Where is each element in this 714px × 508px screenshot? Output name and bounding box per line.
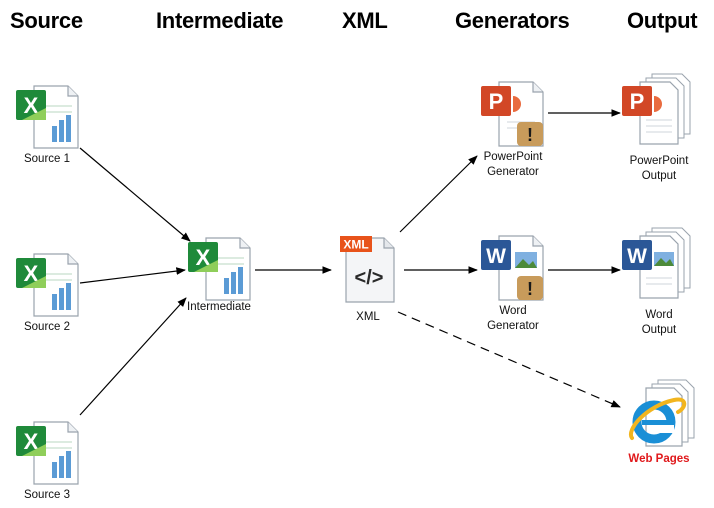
node-label: Source 2 [23,321,71,333]
word-icon: W ! [481,235,544,301]
column-title-intermediate: Intermediate [156,8,284,33]
column-title-xml: XML [342,8,388,33]
edge-source2-intermediate [79,267,186,284]
warning-icon: ! [517,122,543,146]
node-word-output: W Word Output [604,226,714,338]
node-source-3: X Source 3 [0,418,102,503]
svg-text:X: X [196,245,211,270]
node-ppt-generator: P ! PowerPoint Generator [458,78,568,180]
column-title-source: Source [10,8,83,33]
node-label: Word Generator [487,305,539,332]
svg-text:!: ! [527,125,533,145]
node-label: Source 3 [23,489,71,501]
node-source-2: X Source 2 [0,250,102,335]
node-xml: XML </> XML [313,232,423,325]
edge-xml-web-pages [397,311,621,408]
node-label: Word Output [641,309,677,336]
excel-icon: X [16,85,79,149]
xml-file-icon: XML </> [340,236,395,303]
edge-source3-intermediate [79,297,187,416]
node-web-pages: Web Pages [604,378,714,467]
svg-text:X: X [24,429,39,454]
node-label: XML [356,311,380,323]
column-title-output: Output [627,8,698,33]
svg-text:X: X [24,93,39,118]
column-title-generators: Generators [455,8,570,33]
edge-source1-intermediate [79,147,191,242]
node-label: Source 1 [23,153,71,165]
excel-icon: X [16,421,79,485]
node-word-generator: W ! Word Generator [458,232,568,334]
svg-text:P: P [489,89,504,114]
powerpoint-icon: P [622,73,691,145]
powerpoint-icon: P ! [481,81,544,147]
svg-text:P: P [630,89,645,114]
warning-icon: ! [517,276,543,300]
node-label: PowerPoint Generator [483,151,543,178]
svg-text:W: W [627,245,647,268]
node-intermediate: X Intermediate [164,234,274,315]
edge-xml-ppt-generator [399,155,478,233]
word-icon: W [622,227,691,299]
excel-icon: X [188,237,251,301]
svg-text:W: W [486,245,506,268]
excel-icon: X [16,253,79,317]
node-label: Intermediate [187,301,251,313]
node-label: Web Pages [628,453,690,465]
internet-explorer-icon [628,379,695,447]
node-ppt-output: P PowerPoint Output [604,72,714,184]
node-label: PowerPoint Output [629,155,689,182]
xml-badge: XML [343,238,368,252]
svg-text:!: ! [527,279,533,299]
xml-glyph: </> [355,267,384,289]
node-source-1: X Source 1 [0,82,102,167]
svg-text:X: X [24,261,39,286]
